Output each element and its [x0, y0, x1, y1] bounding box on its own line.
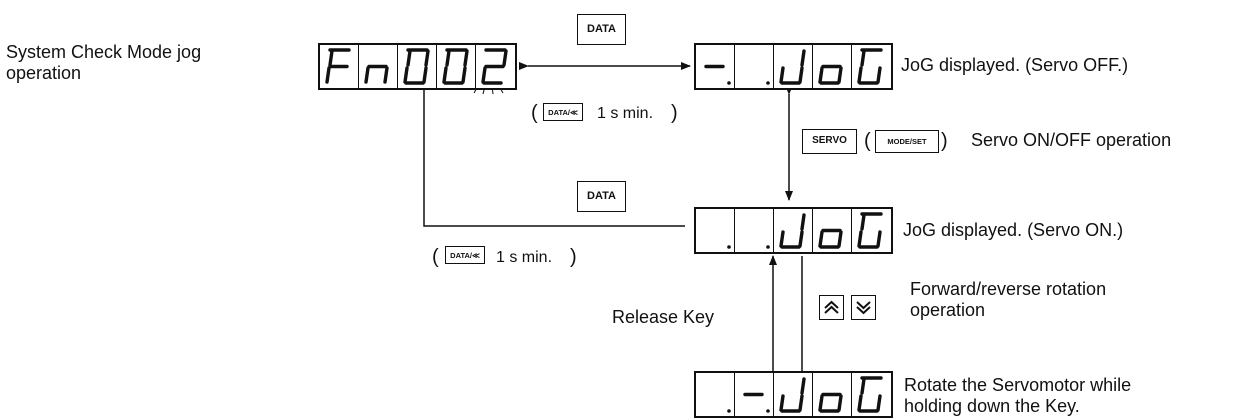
- segment-f: [328, 49, 334, 67]
- servo-off-note: JoG displayed. (Servo OFF.): [901, 55, 1129, 75]
- segment-e: [818, 230, 824, 248]
- segment-c: [837, 66, 843, 84]
- segment-c: [383, 66, 389, 84]
- segment-c: [876, 230, 882, 248]
- fwd-rev-line-1: Forward/reverse rotation: [910, 279, 1107, 299]
- display-digit: [398, 45, 437, 88]
- decimal-point: [727, 245, 731, 249]
- segment-e: [364, 66, 370, 84]
- servo-on-note: JoG displayed. (Servo ON.): [903, 220, 1124, 240]
- segment-b: [463, 49, 469, 67]
- display-digit: [696, 45, 735, 88]
- segment-e: [442, 66, 448, 84]
- segment-e: [818, 394, 824, 412]
- rotate-line-1: Rotate the Servomotor while: [904, 375, 1132, 395]
- segment-f: [860, 213, 866, 231]
- display-digit: [696, 209, 735, 252]
- hold-time-1: 1 s min.: [597, 105, 654, 122]
- segment-e: [325, 66, 331, 84]
- segment-c: [837, 230, 843, 248]
- segment-b: [800, 49, 806, 67]
- segment-f: [445, 49, 451, 67]
- paren-close-1: ): [671, 102, 678, 124]
- segment-c: [798, 230, 804, 248]
- display-digit: [852, 209, 891, 252]
- release-key-label: Release Key: [612, 307, 715, 327]
- segment-e: [857, 394, 863, 412]
- paren-open-1: (: [531, 102, 538, 124]
- decimal-point: [766, 245, 770, 249]
- data-key-mid[interactable]: DATA: [577, 181, 626, 212]
- display-digit: [735, 45, 774, 88]
- paren-open-3: (: [864, 130, 871, 152]
- segment-e: [857, 230, 863, 248]
- display-digit: [813, 209, 852, 252]
- segment-b: [424, 49, 430, 67]
- fwd-rev-line-2: operation: [910, 300, 986, 320]
- decimal-point: [727, 409, 731, 413]
- segment-b: [800, 213, 806, 231]
- up-arrow-key-icon[interactable]: [819, 295, 844, 320]
- segment-e: [857, 66, 863, 84]
- decimal-point: [727, 81, 731, 85]
- segment-e: [779, 230, 785, 248]
- hold-time-2: 1 s min.: [496, 249, 553, 266]
- segment-e: [481, 66, 487, 84]
- display-jog-rotate: [694, 371, 893, 418]
- paren-open-2: (: [432, 246, 439, 268]
- segment-c: [876, 394, 882, 412]
- display-digit: [696, 373, 735, 416]
- segment-e: [403, 66, 409, 84]
- data-shift-key-1[interactable]: DATA/≪: [543, 103, 583, 121]
- segment-c: [798, 394, 804, 412]
- decimal-point: [766, 409, 770, 413]
- paren-close-2: ): [570, 246, 577, 268]
- title-line-1: System Check Mode jog: [6, 42, 202, 62]
- display-digit: [813, 45, 852, 88]
- segment-f: [860, 49, 866, 67]
- segment-f: [406, 49, 412, 67]
- display-digit: [437, 45, 476, 88]
- display-digit: [813, 373, 852, 416]
- display-digit: [476, 45, 515, 88]
- display-digit: [852, 373, 891, 416]
- down-arrow-key-icon[interactable]: [851, 295, 876, 320]
- segment-c: [837, 394, 843, 412]
- segment-c: [876, 66, 882, 84]
- segment-b: [502, 49, 508, 67]
- display-digit: [359, 45, 398, 88]
- segment-e: [779, 394, 785, 412]
- rotate-line-2: holding down the Key.: [904, 396, 1080, 416]
- segment-e: [779, 66, 785, 84]
- display-digit: [320, 45, 359, 88]
- segment-e: [818, 66, 824, 84]
- segment-b: [800, 377, 806, 395]
- display-jog-servo-off: [694, 43, 893, 90]
- display-digit: [774, 373, 813, 416]
- display-digit: [735, 373, 774, 416]
- display-digit: [735, 209, 774, 252]
- segment-c: [422, 66, 428, 84]
- data-shift-key-2[interactable]: DATA/≪: [445, 246, 485, 264]
- mode-set-key[interactable]: MODE/SET: [875, 130, 939, 153]
- title-line-2: operation: [6, 63, 82, 83]
- segment-c: [461, 66, 467, 84]
- data-key-top[interactable]: DATA: [577, 14, 626, 45]
- segment-f: [860, 377, 866, 395]
- paren-close-3: ): [941, 130, 948, 152]
- display-digit: [852, 45, 891, 88]
- display-fn002: [318, 43, 517, 90]
- display-digit: [774, 209, 813, 252]
- decimal-point: [766, 81, 770, 85]
- servo-key[interactable]: SERVO: [802, 129, 857, 154]
- servo-toggle-note: Servo ON/OFF operation: [971, 130, 1172, 150]
- display-digit: [774, 45, 813, 88]
- arrow-return-to-fn002: [420, 80, 685, 227]
- segment-c: [798, 66, 804, 84]
- display-jog-servo-on: [694, 207, 893, 254]
